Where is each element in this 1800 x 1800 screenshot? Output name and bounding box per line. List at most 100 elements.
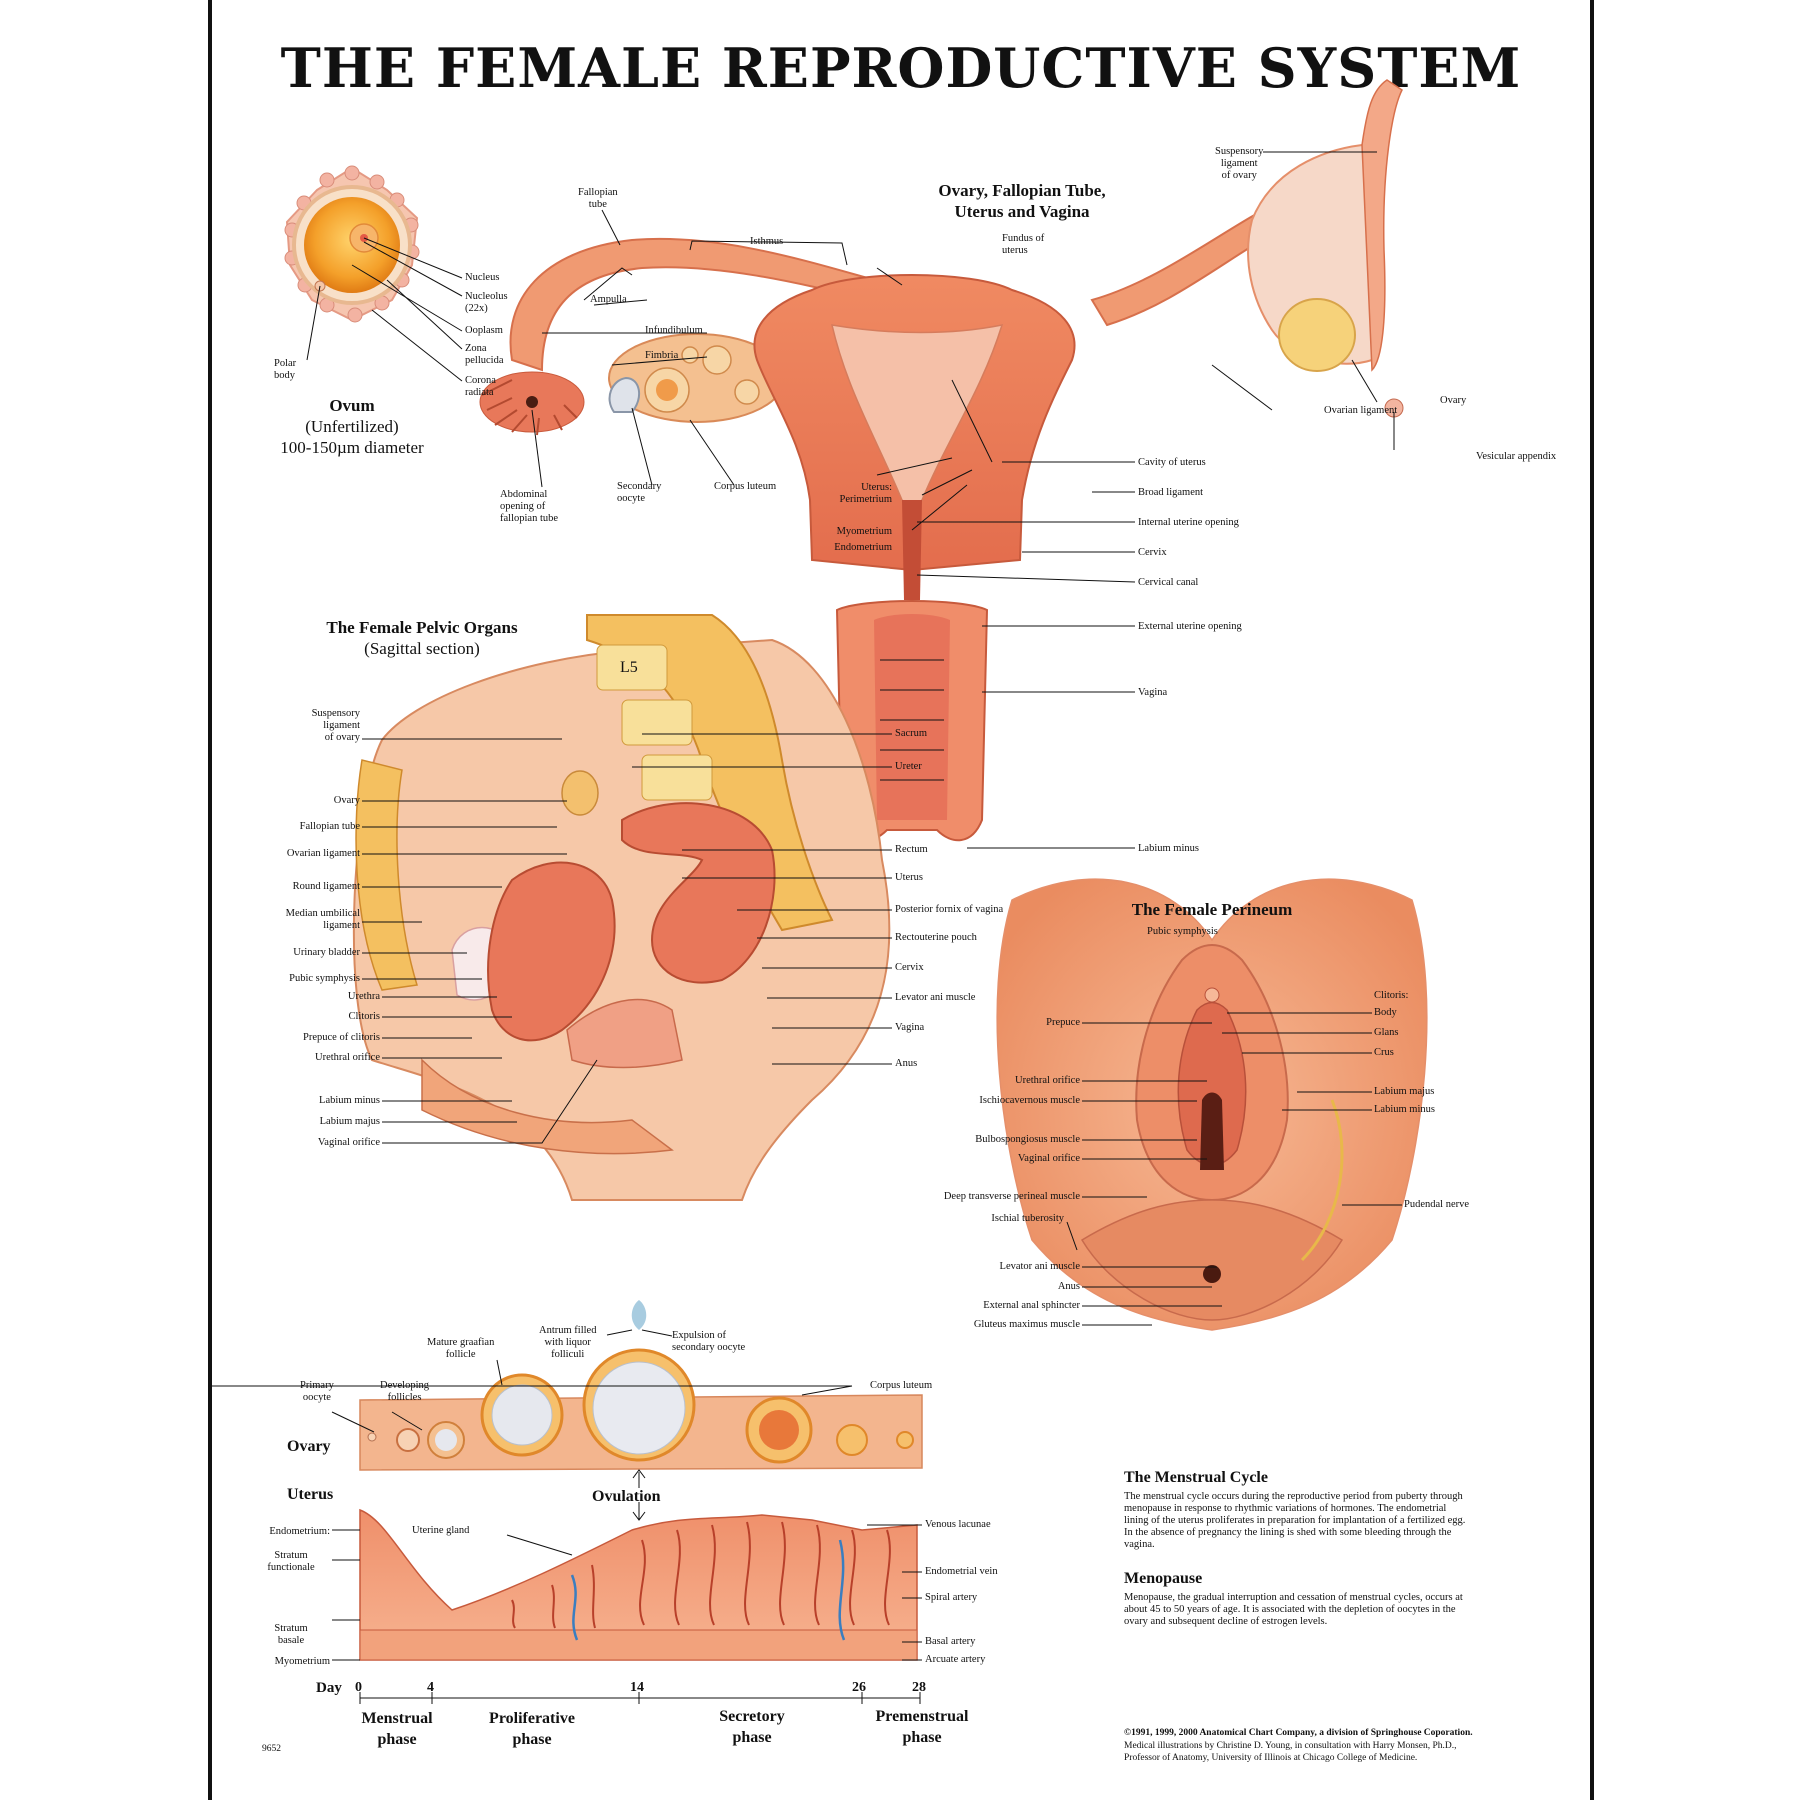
label-polar-body: Polar body (274, 358, 296, 382)
label-pudendal-nerve: Pudendal nerve (1404, 1199, 1469, 1211)
label-fallopian-tube: Fallopian tube (578, 187, 618, 211)
label-vagina-top: Vagina (1138, 687, 1167, 699)
label-endometrial-vein: Endometrial vein (925, 1566, 998, 1578)
label-ureter: Ureter (895, 761, 922, 773)
label-ooplasm: Ooplasm (465, 325, 503, 337)
menstrual-cycle-text: The menstrual cycle occurs during the re… (1124, 1491, 1469, 1551)
label-clitoris: Clitoris (252, 1011, 380, 1023)
label-pelvic-labium-minus: Labium minus (252, 1095, 380, 1107)
day-0: 0 (355, 1680, 362, 1696)
label-uterine-gland: Uterine gland (412, 1525, 469, 1537)
label-prepuce: Prepuce (772, 1017, 1080, 1029)
label-clitoris-body: Body (1374, 1007, 1397, 1019)
label-broad-ligament: Broad ligament (1138, 487, 1203, 499)
label-perineum-vaginal-orifice: Vaginal orifice (772, 1153, 1080, 1165)
day-26: 26 (852, 1680, 866, 1696)
label-basal-artery: Basal artery (925, 1636, 975, 1648)
day-14: 14 (630, 1680, 644, 1696)
label-urethral-orifice: Urethral orifice (252, 1052, 380, 1064)
label-spiral-artery: Spiral artery (925, 1592, 977, 1604)
label-abdominal-opening: Abdominal opening of fallopian tube (500, 489, 558, 525)
label-clitoris-crus: Crus (1374, 1047, 1394, 1059)
label-clitoris-heading: Clitoris: (1374, 990, 1408, 1002)
label-pelvic-cervix: Cervix (895, 962, 924, 974)
label-infundibulum: Infundibulum (645, 325, 703, 337)
label-round-ligament: Round ligament (252, 881, 360, 893)
label-internal-uterine-opening: Internal uterine opening (1138, 517, 1239, 529)
label-arcuate-artery: Arcuate artery (925, 1654, 985, 1666)
copyright: ©1991, 1999, 2000 Anatomical Chart Compa… (1124, 1727, 1473, 1739)
label-perineum-labium-minus: Labium minus (1374, 1104, 1435, 1116)
day-4: 4 (427, 1680, 434, 1696)
label-corpus-luteum-top: Corpus luteum (714, 481, 776, 493)
label-labium-minus-top: Labium minus (1138, 843, 1199, 855)
label-suspensory-ligament-ovary: Suspensory ligament of ovary (1215, 146, 1263, 182)
menopause-title: Menopause (1124, 1570, 1202, 1588)
label-mature-graafian: Mature graafian follicle (427, 1337, 494, 1361)
label-cervical-canal: Cervical canal (1138, 577, 1198, 589)
label-external-uterine-opening: External uterine opening (1138, 621, 1242, 633)
label-perineum-labium-majus: Labium majus (1374, 1086, 1434, 1098)
label-ovary-top: Ovary (1440, 395, 1466, 407)
chart-code: 9652 (262, 1743, 281, 1755)
label-stratum-basale: Stratum basale (252, 1623, 330, 1647)
label-fundus: Fundus of uterus (1002, 233, 1044, 257)
label-pelvic-ovarian-ligament: Ovarian ligament (252, 848, 360, 860)
label-cycle-myometrium: Myometrium (212, 1656, 330, 1668)
label-pelvic-ovary: Ovary (252, 795, 360, 807)
phase-menstrual: Menstrual phase (342, 1708, 452, 1750)
label-sacrum: Sacrum (895, 728, 927, 740)
ovary-cycle-label: Ovary (287, 1438, 331, 1456)
label-gluteus-maximus: Gluteus maximus muscle (772, 1319, 1080, 1331)
label-pelvic-uterus: Uterus (895, 872, 923, 884)
label-nucleus: Nucleus (465, 272, 499, 284)
label-vesicular-appendix: Vesicular appendix (1476, 451, 1556, 463)
label-expulsion: Expulsion of secondary oocyte (672, 1330, 745, 1354)
label-ischiocavernous: Ischiocavernous muscle (772, 1095, 1080, 1107)
label-urethra: Urethra (252, 991, 380, 1003)
label-median-umbilical: Median umbilical ligament (252, 908, 360, 932)
ovulation-label: Ovulation (592, 1488, 660, 1506)
label-posterior-fornix: Posterior fornix of vagina (895, 904, 1003, 916)
phase-secretory: Secretory phase (682, 1706, 822, 1748)
label-secondary-oocyte: Secondary oocyte (617, 481, 661, 505)
label-vaginal-orifice: Vaginal orifice (252, 1137, 380, 1149)
uterus-heading: Ovary, Fallopian Tube, Uterus and Vagina (922, 180, 1122, 222)
label-cavity-uterus: Cavity of uterus (1138, 457, 1206, 469)
label-pelvic-fallopian: Fallopian tube (252, 821, 360, 833)
label-external-anal-sphincter: External anal sphincter (772, 1300, 1080, 1312)
label-deep-transverse: Deep transverse perineal muscle (772, 1191, 1080, 1203)
phase-proliferative: Proliferative phase (462, 1708, 602, 1750)
label-developing-follicles: Developing follicles (380, 1380, 429, 1404)
poster: THE FEMALE REPRODUCTIVE SYSTEM (208, 0, 1594, 1800)
label-levator-ani: Levator ani muscle (895, 992, 975, 1004)
label-zona-pellucida: Zona pellucida (465, 343, 503, 367)
label-primary-oocyte: Primary oocyte (300, 1380, 334, 1404)
ovum-drawing (285, 166, 419, 322)
label-myometrium: Myometrium (792, 526, 892, 538)
label-pelvic-labium-majus: Labium majus (252, 1116, 380, 1128)
phase-premenstrual: Premenstrual phase (857, 1706, 987, 1748)
label-bulbospongiosus: Bulbospongiosus muscle (772, 1134, 1080, 1146)
credit-line-2: Professor of Anatomy, University of Illi… (1124, 1752, 1417, 1764)
label-isthmus: Isthmus (750, 236, 783, 248)
label-antrum: Antrum filled with liquor folliculi (539, 1325, 596, 1361)
label-rectouterine-pouch: Rectouterine pouch (895, 932, 977, 944)
menopause-text: Menopause, the gradual interruption and … (1124, 1592, 1469, 1628)
label-venous-lacunae: Venous lacunae (925, 1519, 991, 1531)
credit-line-1: Medical illustrations by Christine D. Yo… (1124, 1740, 1457, 1752)
pelvic-drawing (354, 615, 889, 1200)
label-perineum-pubic-symphysis: Pubic symphysis (1147, 926, 1218, 938)
label-pelvic-anus: Anus (895, 1058, 917, 1070)
label-endometrium: Endometrium (792, 542, 892, 554)
label-prepuce-clitoris: Prepuce of clitoris (252, 1032, 380, 1044)
label-perineum-urethral-orifice: Urethral orifice (772, 1075, 1080, 1087)
ovum-heading: Ovum (Unfertilized) 100-150µm diameter (272, 395, 432, 458)
label-ovarian-ligament: Ovarian ligament (1324, 405, 1397, 417)
label-stratum-functionale: Stratum functionale (252, 1550, 330, 1574)
label-cycle-corpus-luteum: Corpus luteum (870, 1380, 932, 1392)
label-cycle-endometrium: Endometrium: (212, 1526, 330, 1538)
label-ischial-tuberosity: Ischial tuberosity (772, 1213, 1064, 1225)
perineum-heading: The Female Perineum (1112, 899, 1312, 920)
menstrual-cycle-title: The Menstrual Cycle (1124, 1469, 1268, 1487)
